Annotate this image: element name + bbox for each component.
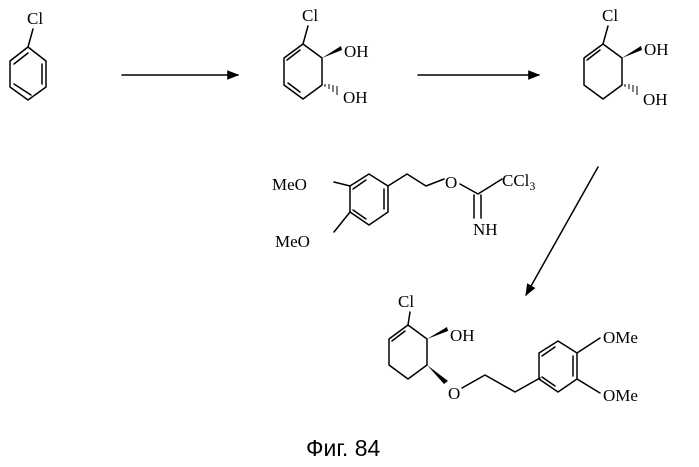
- chlorobenzene: Cl: [10, 9, 46, 100]
- figure-caption: Фиг. 84: [306, 435, 380, 461]
- oh-label-top: OH: [644, 40, 669, 59]
- cl-label: Cl: [602, 6, 618, 25]
- oh-label-top: OH: [344, 42, 369, 61]
- cis-diol-diene: Cl OH OH: [284, 6, 369, 107]
- imidate-reagent: MeO MeO O CCl3 NH: [272, 171, 535, 251]
- cl-label: Cl: [302, 6, 318, 25]
- o-label: O: [448, 384, 460, 403]
- ccl3-label: CCl3: [502, 171, 535, 193]
- nh-label: NH: [473, 220, 498, 239]
- ome-label-bottom: OMe: [603, 386, 638, 405]
- arrow-3: [526, 167, 598, 295]
- oh-label-bottom: OH: [643, 90, 668, 109]
- cis-diol-ene: Cl OH OH: [584, 6, 669, 109]
- product: Cl OH O OMe OMe: [389, 292, 638, 405]
- cl-label: Cl: [398, 292, 414, 311]
- cl-label: Cl: [27, 9, 43, 28]
- oh-label: OH: [450, 326, 475, 345]
- o-label: O: [445, 173, 457, 192]
- meo-label-top: MeO: [272, 175, 307, 194]
- oh-label-bottom: OH: [343, 88, 368, 107]
- meo-label-bottom: MeO: [275, 232, 310, 251]
- ome-label-top: OMe: [603, 328, 638, 347]
